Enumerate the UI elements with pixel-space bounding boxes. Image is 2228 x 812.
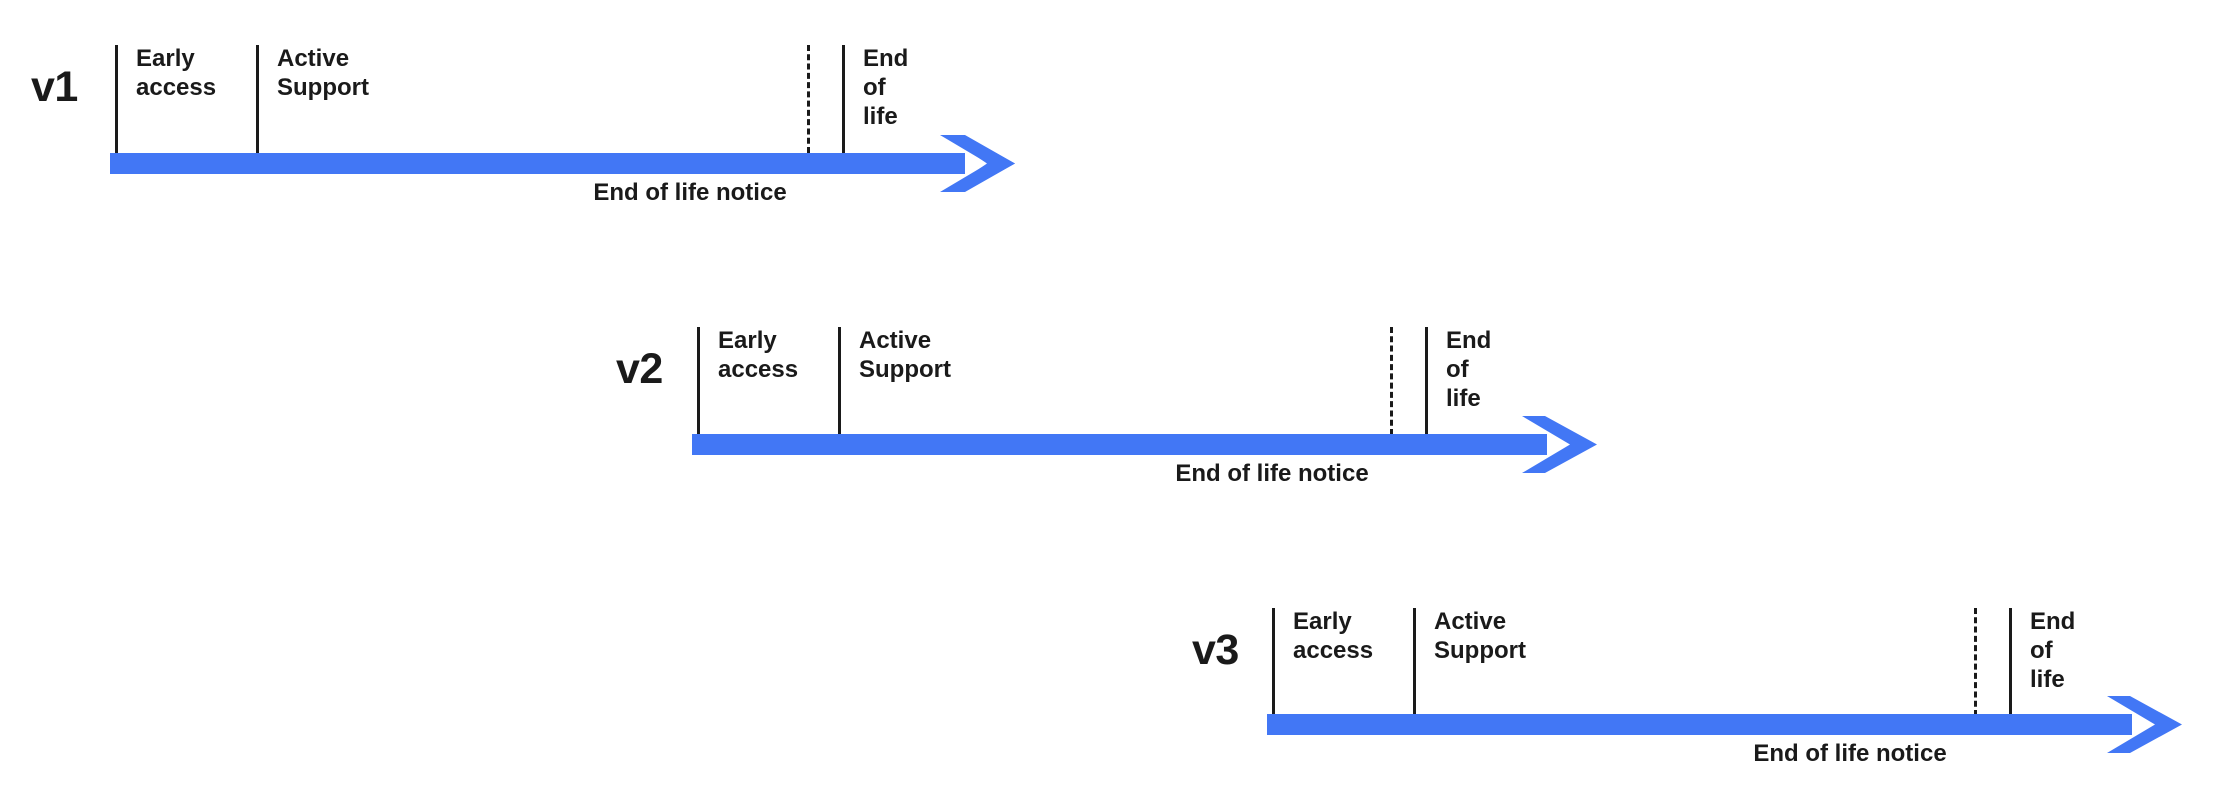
phase-divider-end-of-life-notice-v2 [1390, 327, 1393, 435]
phase-divider-active-support-start-v2 [838, 327, 841, 435]
phase-label-active-support-v3: Active Support [1434, 608, 1526, 664]
phase-divider-end-of-life-notice-v1 [807, 45, 810, 153]
phase-label-active-support-v2: Active Support [859, 327, 951, 383]
phase-divider-active-support-start-v1 [256, 45, 259, 153]
phase-divider-early-access-start-v1 [115, 45, 118, 153]
phase-divider-early-access-start-v2 [697, 327, 700, 435]
phase-divider-early-access-start-v3 [1272, 608, 1275, 716]
phase-divider-active-support-start-v3 [1413, 608, 1416, 716]
timeline-arrow-v3 [1267, 696, 2182, 753]
phase-divider-end-of-life-start-v3 [2009, 608, 2012, 716]
version-label-v1: v1 [31, 63, 78, 111]
phase-divider-end-of-life-notice-v3 [1974, 608, 1977, 716]
phase-label-end-of-life-v1: End of life [863, 45, 909, 130]
end-of-life-notice-label-v2: End of life notice [1175, 460, 1369, 487]
timeline-arrow-v2 [692, 416, 1597, 473]
phase-divider-end-of-life-start-v2 [1425, 327, 1428, 435]
end-of-life-notice-label-v3: End of life notice [1753, 740, 1947, 767]
end-of-life-notice-label-v1: End of life notice [593, 179, 787, 206]
phase-label-end-of-life-v3: End of life [2030, 608, 2076, 693]
timeline-arrow-v1 [110, 135, 1015, 192]
version-label-v2: v2 [616, 345, 663, 393]
phase-label-early-access-v1: Early access [136, 45, 217, 101]
version-label-v3: v3 [1192, 626, 1239, 674]
phase-label-early-access-v2: Early access [718, 327, 799, 383]
phase-label-end-of-life-v2: End of life [1446, 327, 1492, 412]
phase-divider-end-of-life-start-v1 [842, 45, 845, 153]
phase-label-early-access-v3: Early access [1293, 608, 1374, 664]
phase-label-active-support-v1: Active Support [277, 45, 369, 101]
